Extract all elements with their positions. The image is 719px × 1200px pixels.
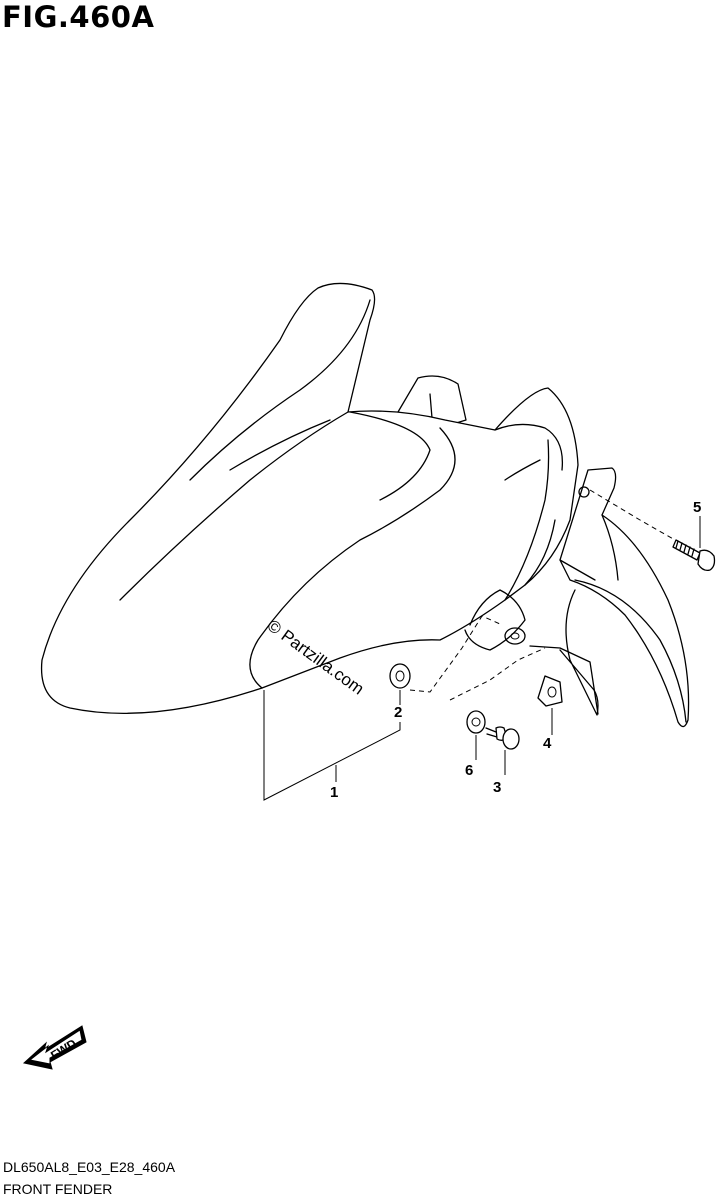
figure-title: FIG.460A: [2, 0, 155, 34]
leader-lines: [263, 516, 701, 801]
assembly-lines: [409, 489, 676, 701]
callout-1: 1: [330, 784, 338, 801]
bolt-part-5: [672, 539, 716, 572]
callout-3: 3: [493, 779, 501, 796]
screw-part-3: [485, 726, 520, 750]
nut-clip-part-4: [537, 675, 563, 707]
washer-part-2: [389, 663, 411, 689]
washer-part-6: [466, 710, 486, 734]
callout-4: 4: [543, 735, 552, 752]
footer-diagram-name: FRONT FENDER: [3, 1181, 113, 1197]
callout-5: 5: [693, 499, 701, 516]
callout-2: 2: [394, 704, 402, 721]
front-fender-body: [40, 282, 599, 715]
callout-6: 6: [465, 762, 473, 779]
footer-diagram-code: DL650AL8_E03_E28_460A: [3, 1159, 176, 1175]
fender-rear-section: [559, 467, 690, 728]
fwd-arrow-icon: FWD: [22, 1025, 87, 1070]
